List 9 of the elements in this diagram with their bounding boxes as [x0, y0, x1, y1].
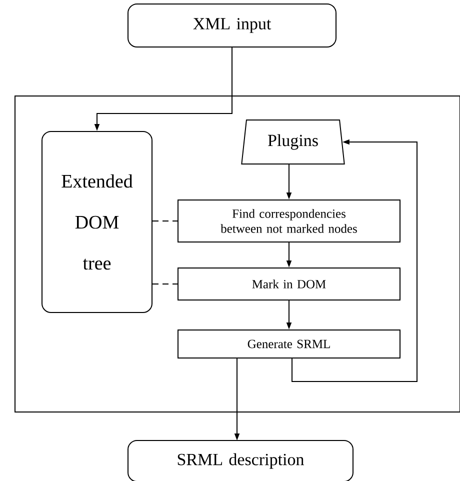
process-box: Generate SRML [178, 330, 400, 358]
process-box: Mark in DOM [178, 268, 400, 300]
output-box: SRML description [128, 440, 354, 481]
data-box: Extended DOM tree [42, 131, 152, 313]
dashed-line [152, 220, 178, 222]
input-trapezoid: Plugins [241, 120, 345, 164]
process-box: Find correspondencies between not marked nodes [178, 200, 400, 242]
input-box: XML input [128, 4, 336, 48]
frame-box [14, 96, 460, 412]
